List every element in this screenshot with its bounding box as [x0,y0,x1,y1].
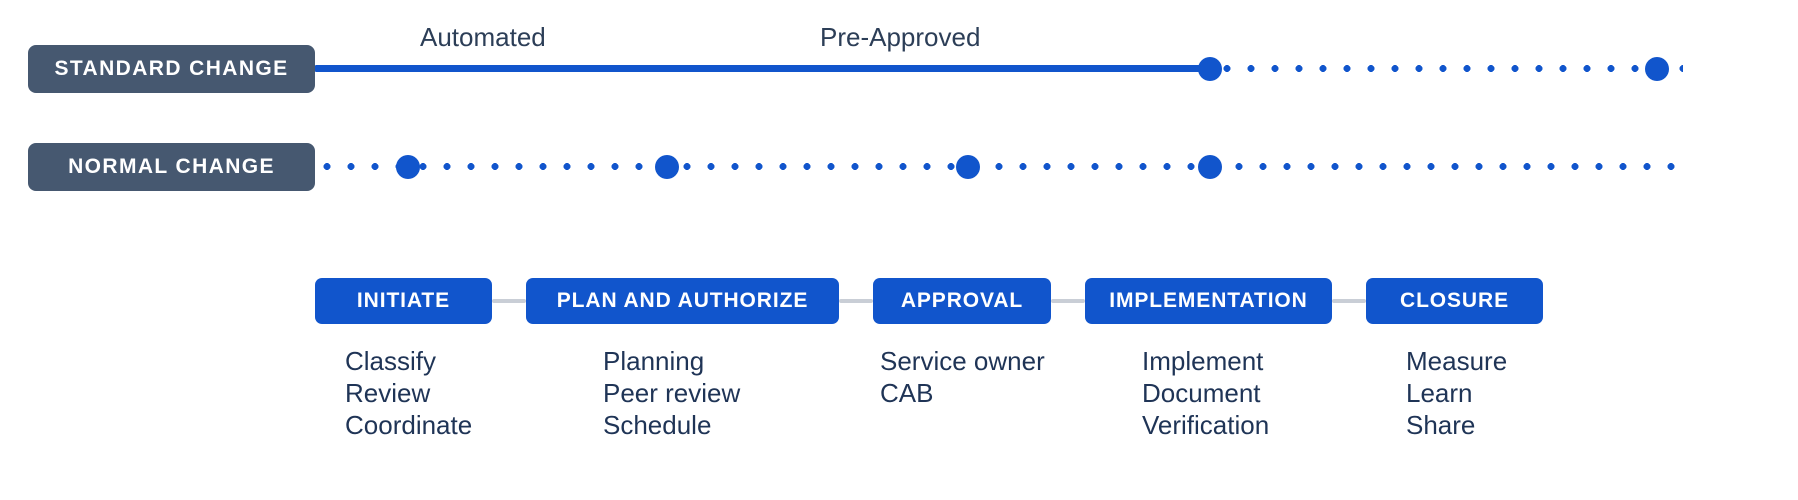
milestone-node [1198,57,1222,81]
timeline-normal-change [315,155,1683,179]
stage-box-implementation[interactable]: IMPLEMENTATION [1085,278,1332,324]
milestone-node [396,155,420,179]
stage-detail-item: Coordinate [345,410,473,440]
track-label-normal-change: NORMAL CHANGE [28,143,315,191]
milestone-node [1645,57,1669,81]
stage-detail-item: Planning [603,346,705,376]
timeline-dotted-segment [315,163,1683,170]
stage-detail-item: Document [1142,378,1261,408]
stage-connector [839,299,873,303]
timeline-dotted-segment [1215,65,1683,72]
stage-box-closure[interactable]: CLOSURE [1366,278,1543,324]
stage-detail-item: Review [345,378,431,408]
stage-detail-item: CAB [880,378,934,408]
stage-detail-item: Classify [345,346,437,376]
stage-box-initiate[interactable]: INITIATE [315,278,492,324]
stage-connector [1051,299,1085,303]
stage-box-approval[interactable]: APPROVAL [873,278,1051,324]
stage-detail-item: Implement [1142,346,1264,376]
milestone-node [956,155,980,179]
stage-connector [492,299,526,303]
stage-detail-item: Verification [1142,410,1270,440]
milestone-node [655,155,679,179]
stage-detail-item: Measure [1406,346,1508,376]
stage-detail-item: Peer review [603,378,741,408]
annotation-automated: Automated [420,22,546,52]
stage-detail-item: Service owner [880,346,1045,376]
stage-detail-item: Learn [1406,378,1473,408]
stage-detail-item: Share [1406,410,1476,440]
stage-detail-item: Schedule [603,410,712,440]
stage-connector [1332,299,1366,303]
annotation-pre-approved: Pre-Approved [820,22,981,52]
timeline-solid-segment [315,65,1215,72]
timeline-standard-change [315,57,1683,81]
stage-chain: INITIATE PLAN AND AUTHORIZE APPROVAL IMPLEM… [315,278,1770,324]
track-label-standard-change: STANDARD CHANGE [28,45,315,93]
milestone-node [1198,155,1222,179]
stage-box-plan-and-authorize[interactable]: PLAN AND AUTHORIZE [526,278,839,324]
